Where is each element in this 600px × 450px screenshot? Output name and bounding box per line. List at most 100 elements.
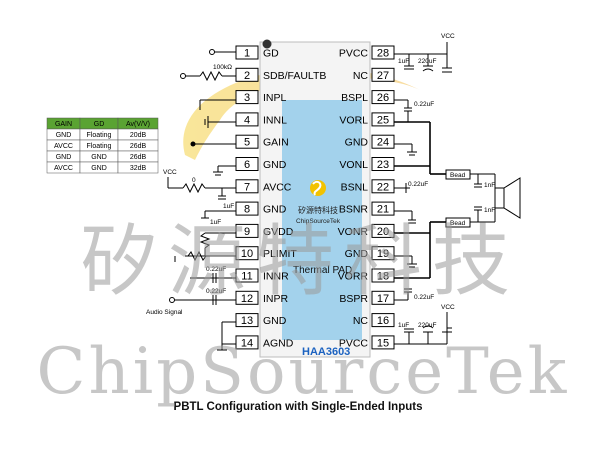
pin-box-right [371,246,395,261]
vcc-bottom-label: VCC [441,304,455,311]
watermark-cn: 矽源特科技 [80,217,520,307]
pin-name: NC [353,70,369,82]
pin-number: 7 [244,181,250,193]
pin-number: 25 [377,114,389,126]
pin-box-left [235,112,259,127]
table-header-text: Av(V/V) [126,121,150,128]
pin-name: BSNR [339,204,369,216]
pin-number: 27 [377,70,389,82]
table-cell-text: AVCC [54,165,73,172]
pin-number: 11 [241,271,252,283]
right-wiring: VCC 1uF 220uF 0.22uF 0.22uF [394,33,521,345]
chip-logo: 矽源特科技 ChipSourceTek [296,180,341,225]
table-cell-text: Floating [87,143,112,150]
pin-number: 9 [244,226,250,238]
pin-number: 24 [377,137,389,149]
cap-innr-label: 0.22uF [206,266,226,273]
pin-number: 15 [377,337,389,349]
pin-name: VONR [338,226,369,238]
pin-number: 6 [244,159,250,171]
pin-name: VORR [338,271,369,283]
table-cell-text: AVCC [54,143,73,150]
pin-number: 1 [244,48,250,60]
table-cell-text: GND [56,154,72,161]
table-cell-text: Floating [87,132,112,139]
r-avcc-label: 0 [192,177,196,184]
pin-box-right [371,112,395,127]
thermal-pad [282,100,362,340]
pin-number: 4 [244,114,250,126]
pin-box-left [235,157,259,171]
pin-name: INPL [263,92,287,104]
svg-text:1uF: 1uF [210,219,221,226]
pin-box-right [371,201,395,216]
pin-name: VONL [339,159,368,171]
pin-box-left [235,179,259,194]
pin-name: PLIMIT [263,248,297,260]
pin-number: 16 [377,315,389,327]
pin-number: 28 [377,48,389,60]
pin-number: 13 [241,315,253,327]
pin-number: 23 [377,159,389,171]
table-cell-text: 26dB [130,143,147,150]
table-header-text: GD [94,121,105,128]
speaker-icon [494,177,521,219]
pin-name: GND [263,204,287,216]
pin-box-left [235,223,259,238]
pin-number: 8 [244,204,250,216]
pin-name: BSPR [339,293,368,305]
pin-box-right [371,45,395,60]
pin-name: NC [353,315,369,327]
pin-number: 14 [241,337,253,349]
pin-name: VORL [339,114,368,126]
watermark-en: ChipSourceTek [37,335,570,409]
pin-name: GND [263,159,287,171]
table-cell-text: 26dB [130,154,147,161]
pin-name: GND [263,315,287,327]
pin-number: 21 [377,204,389,216]
pin-number: 22 [377,181,389,193]
pin-name: SDB/FAULTB [263,70,326,82]
audio-signal-label: Audio Signal [146,309,183,316]
table-cell-text: GND [56,132,72,139]
pin-box-right [371,335,395,350]
pin-name: INNL [263,114,287,126]
chip-logo-text: 矽源特科技 [298,205,338,215]
pin-name: INNR [263,271,289,283]
pin-number: 17 [377,293,389,305]
pin-box-right [371,67,395,82]
pin-box-right [371,134,395,149]
pin-number: 5 [244,137,250,149]
pin-box-left [235,90,259,105]
pin-name: AVCC [263,181,292,193]
part-number: HAA3603 [302,346,350,358]
pin-box-left [235,313,259,328]
cap-1uf-bottom-label: 1uF [398,322,409,329]
pin-name: PVCC [339,337,369,349]
diagram-caption: PBTL Configuration with Single-Ended Inp… [174,401,423,413]
pin-number: 20 [377,226,389,238]
pin-box-left [235,67,259,82]
cap-out-top-label: 1nF [484,182,495,189]
pin-name: BSPL [341,92,368,104]
pin-box-left [235,268,259,283]
thermal-pad-label: Thermal PAD [293,265,352,276]
pin-box-right [371,90,395,105]
pin-box-left [235,246,259,261]
pin-box-right [371,268,395,283]
pin-name: BSNL [341,181,369,193]
cap-220uf-bottom-label: 220uF [418,322,436,329]
pin-number: 2 [244,70,250,82]
pin-number: 12 [241,293,253,305]
pin-box-right [371,223,395,238]
pin-name: GD [263,48,279,60]
bead-bottom-label: Bead [450,220,466,227]
cap-bsnl-label: 0.22uF [408,181,428,188]
pin-name: AGND [263,337,294,349]
r-sdb-label: 100kΩ [213,64,232,71]
pin-name: GAIN [263,137,289,149]
pin-box-left [235,201,259,216]
pin-number: 3 [244,92,250,104]
